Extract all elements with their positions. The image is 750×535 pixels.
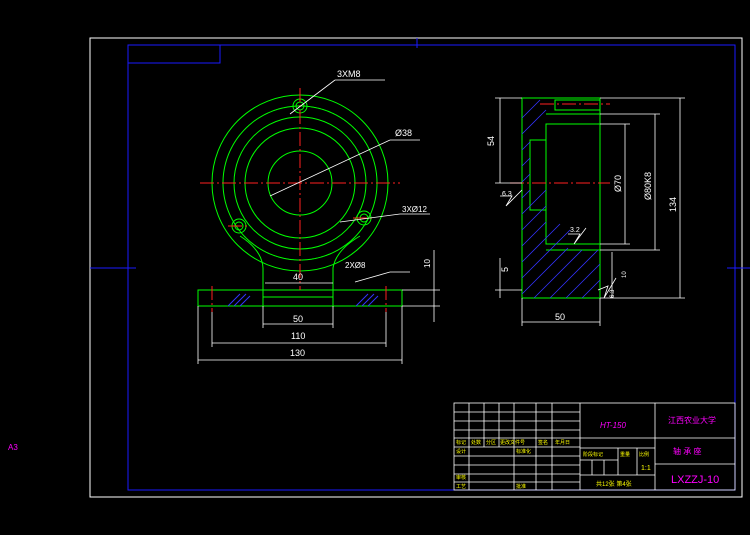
- row-review: 审核: [456, 474, 466, 481]
- base-plate: [197, 289, 403, 307]
- sheet-info: 共12张 第4张: [596, 480, 632, 488]
- col-sign: 签名: [538, 439, 548, 446]
- material: HT-150: [600, 421, 626, 430]
- scale-label: 比例: [639, 451, 649, 458]
- front-dimensions: [197, 79, 440, 364]
- finish-1: 6.3: [502, 191, 512, 198]
- side-hatch: [521, 99, 601, 299]
- callout-base-holes: 2XØ8: [345, 261, 366, 270]
- col-count: 处数: [471, 439, 481, 446]
- finish-2: 3.2: [570, 227, 580, 234]
- side-bore: [545, 123, 601, 245]
- row-process: 工艺: [456, 484, 466, 490]
- school-name: 江西农业大学: [668, 415, 716, 425]
- col-date: 年月日: [555, 439, 570, 446]
- title-block: [453, 402, 736, 491]
- dim-bore: Ø70: [613, 175, 623, 192]
- dim-outer: Ø80K8: [643, 172, 653, 200]
- dim-hole-spacing: 110: [291, 331, 305, 341]
- pedestal-left: [239, 235, 264, 290]
- callout-bore: Ø38: [395, 128, 412, 138]
- side-left-groove: [529, 139, 547, 211]
- row-approve: 批准: [516, 483, 526, 490]
- corner-label-box: [127, 44, 221, 64]
- finish-3: 6.3: [610, 289, 616, 298]
- finish-symbol-2: [568, 227, 587, 245]
- dim-inner-width: 50: [293, 314, 303, 324]
- dim-slot: 40: [293, 272, 303, 282]
- side-body: [521, 97, 601, 299]
- dim-top-depth: 54: [486, 136, 496, 146]
- col-file: 更改文件号: [500, 439, 525, 446]
- part-name: 轴 承 座: [673, 446, 701, 456]
- weight-label: 重量: [620, 451, 630, 458]
- finish-symbol-1: [500, 189, 523, 207]
- dim-total-height: 134: [668, 197, 678, 212]
- col-mark: 标记: [456, 439, 466, 446]
- side-top-hole: [554, 99, 601, 111]
- front-hatch: [227, 293, 379, 307]
- dim-step: 5: [500, 267, 510, 272]
- col-zone: 分区: [486, 439, 496, 446]
- side-centerlines: [510, 103, 610, 184]
- dim-small-10: 10: [622, 271, 628, 278]
- row-design: 设计: [456, 448, 466, 455]
- drawing-no: LXZZJ-10: [671, 474, 719, 486]
- side-view: [521, 97, 601, 299]
- scale-value: 1:1: [641, 465, 651, 472]
- stage-label: 阶段标记: [583, 451, 603, 458]
- side-dimensions: [495, 97, 685, 326]
- pedestal-right: [332, 235, 361, 290]
- dim-width: 50: [555, 312, 565, 322]
- row-standard: 标准化: [516, 448, 531, 455]
- dim-overall-width: 130: [290, 348, 305, 358]
- dim-height-base: 10: [423, 259, 432, 268]
- outer-frame: [89, 37, 743, 498]
- callout-holes-small: 3XØ12: [402, 205, 427, 214]
- sheet-size-label: A3: [8, 443, 18, 452]
- finish-symbol-3: [597, 277, 617, 299]
- callout-holes-top: 3XM8: [337, 69, 361, 79]
